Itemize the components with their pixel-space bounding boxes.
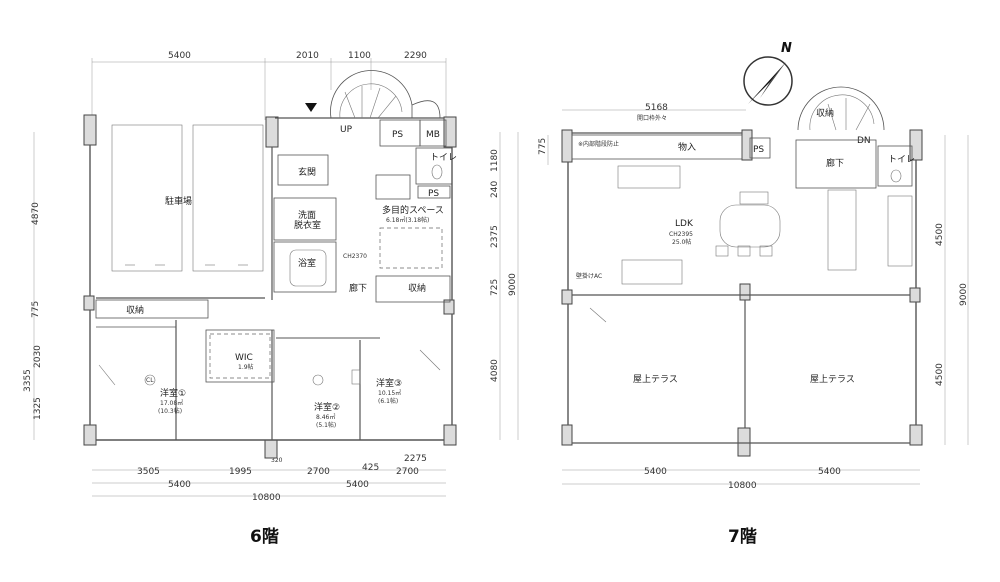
f6-bed1-area2: (10.3帖)	[158, 407, 182, 415]
f7-dim-left: 775	[538, 138, 548, 155]
f7-floor-label: 7階	[728, 527, 757, 547]
f6-storage-left: 収納	[126, 304, 144, 316]
f6-dim-bot2-1: 5400	[168, 480, 191, 490]
f7-terrace-right: 屋上テラス	[810, 374, 855, 385]
f6-bed3-area2: (6.1帖)	[378, 397, 398, 405]
f6-wash-label-2: 脱衣室	[294, 219, 321, 231]
f7-dim-bot-total: 10800	[728, 481, 757, 491]
f6-dim-bot-small: 320	[271, 457, 283, 464]
f6-dim-bot2-2: 5400	[346, 480, 369, 490]
f6-multi-area: 6.18㎡(3.18帖)	[386, 216, 429, 224]
f7-band-note: ※内部階段防止	[578, 140, 619, 148]
f6-wash-label-1: 洗面	[298, 209, 316, 221]
f6-dim-bot-3: 2700	[307, 467, 330, 477]
f7-dim-right-total: 9000	[959, 283, 969, 306]
f6-ps2-label: PS	[428, 189, 439, 199]
f6-dim-right-3: 2375	[490, 225, 500, 248]
f7-dim-right-1: 4500	[935, 223, 945, 246]
f6-ps1-label: PS	[392, 130, 403, 140]
f6-bed3-area1: 10.15㎡	[378, 389, 401, 397]
f6-bed2-area1: 8.46㎡	[316, 413, 335, 421]
f6-dim-left-1: 4870	[31, 202, 41, 225]
f6-bed2-label: 洋室②	[314, 401, 340, 413]
floor7-plan: N 5168 開口枠外々 775 4500 4500 9000 5400 540…	[538, 41, 969, 547]
compass-icon	[743, 56, 793, 106]
f6-parking-label: 駐車場	[165, 195, 192, 207]
entrance-marker-icon	[305, 103, 317, 112]
f6-bed3-label: 洋室③	[376, 377, 402, 389]
f6-dim-right-2: 240	[490, 181, 500, 198]
f6-dim-right-4: 725	[490, 279, 500, 296]
f6-floor-label: 6階	[250, 527, 279, 547]
f7-terrace-left: 屋上テラス	[633, 374, 678, 385]
f6-hall-label: 廊下	[349, 282, 367, 294]
compass-n-label: N	[781, 41, 792, 56]
f6-bed1-label: 洋室①	[160, 387, 186, 399]
f7-dim-top-note: 開口枠外々	[637, 114, 667, 122]
f6-up-label: UP	[340, 125, 353, 135]
f6-wic-area: 1.9帖	[238, 363, 254, 371]
f7-dn-label: DN	[857, 136, 871, 146]
f6-multi-label: 多目的スペース	[382, 204, 444, 216]
floor6-plan: 5400 2010 1100 2290 4870 775 3355 2030 1…	[23, 51, 519, 547]
f6-dim-left-2: 775	[31, 301, 41, 318]
f7-ps-label: PS	[753, 145, 764, 155]
f6-storage-right: 収納	[408, 282, 426, 294]
f7-ac-label: 壁掛けAC	[576, 272, 602, 280]
f6-mb-label: MB	[426, 130, 440, 140]
f6-dim-bot-2: 1995	[229, 467, 252, 477]
f6-ch-label: CH2370	[343, 253, 367, 260]
f6-wic-label: WIC	[235, 353, 253, 363]
f7-ldk-ch: CH2395	[669, 231, 693, 238]
f6-dim-left-5: 1325	[33, 397, 43, 420]
f6-bed1-area1: 17.08㎡	[160, 399, 183, 407]
f6-dim-right-5: 4080	[490, 359, 500, 382]
f7-band-label: 物入	[678, 141, 696, 153]
f7-dim-bot-1: 5400	[644, 467, 667, 477]
f6-dim-top-3: 1100	[348, 51, 371, 61]
f7-storage-top: 収納	[816, 107, 834, 119]
f6-dim-bot-total: 10800	[252, 493, 281, 503]
f7-hall-label: 廊下	[826, 157, 844, 169]
f6-entrance-label: 玄関	[298, 166, 316, 178]
f7-ldk-area: 25.0帖	[672, 238, 691, 246]
f6-dim-bot-5: 2700	[396, 467, 419, 477]
f6-dim-top-4: 2290	[404, 51, 427, 61]
f6-cl-label: CL	[146, 377, 154, 384]
f6-dim-top-2: 2010	[296, 51, 319, 61]
f6-dim-left-3: 3355	[23, 369, 33, 392]
f7-toilet-label: トイレ	[888, 155, 915, 165]
f6-dim-top-1: 5400	[168, 51, 191, 61]
f6-dim-bot-extra: 2275	[404, 454, 427, 464]
f6-dim-bot-4: 425	[362, 463, 379, 473]
f7-dim-bot-2: 5400	[818, 467, 841, 477]
f6-bath-label: 浴室	[298, 257, 316, 269]
f6-toilet-label: トイレ	[430, 153, 457, 163]
f6-dim-left-4: 2030	[33, 345, 43, 368]
f6-dim-right-1: 1180	[490, 149, 500, 172]
f6-dim-right-total: 9000	[508, 273, 518, 296]
f7-dim-right-2: 4500	[935, 363, 945, 386]
f7-ldk-label: LDK	[675, 219, 694, 229]
f6-bed2-area2: (5.1帖)	[316, 421, 336, 429]
f7-dim-top: 5168	[645, 103, 668, 113]
f6-dim-bot-1: 3505	[137, 467, 160, 477]
